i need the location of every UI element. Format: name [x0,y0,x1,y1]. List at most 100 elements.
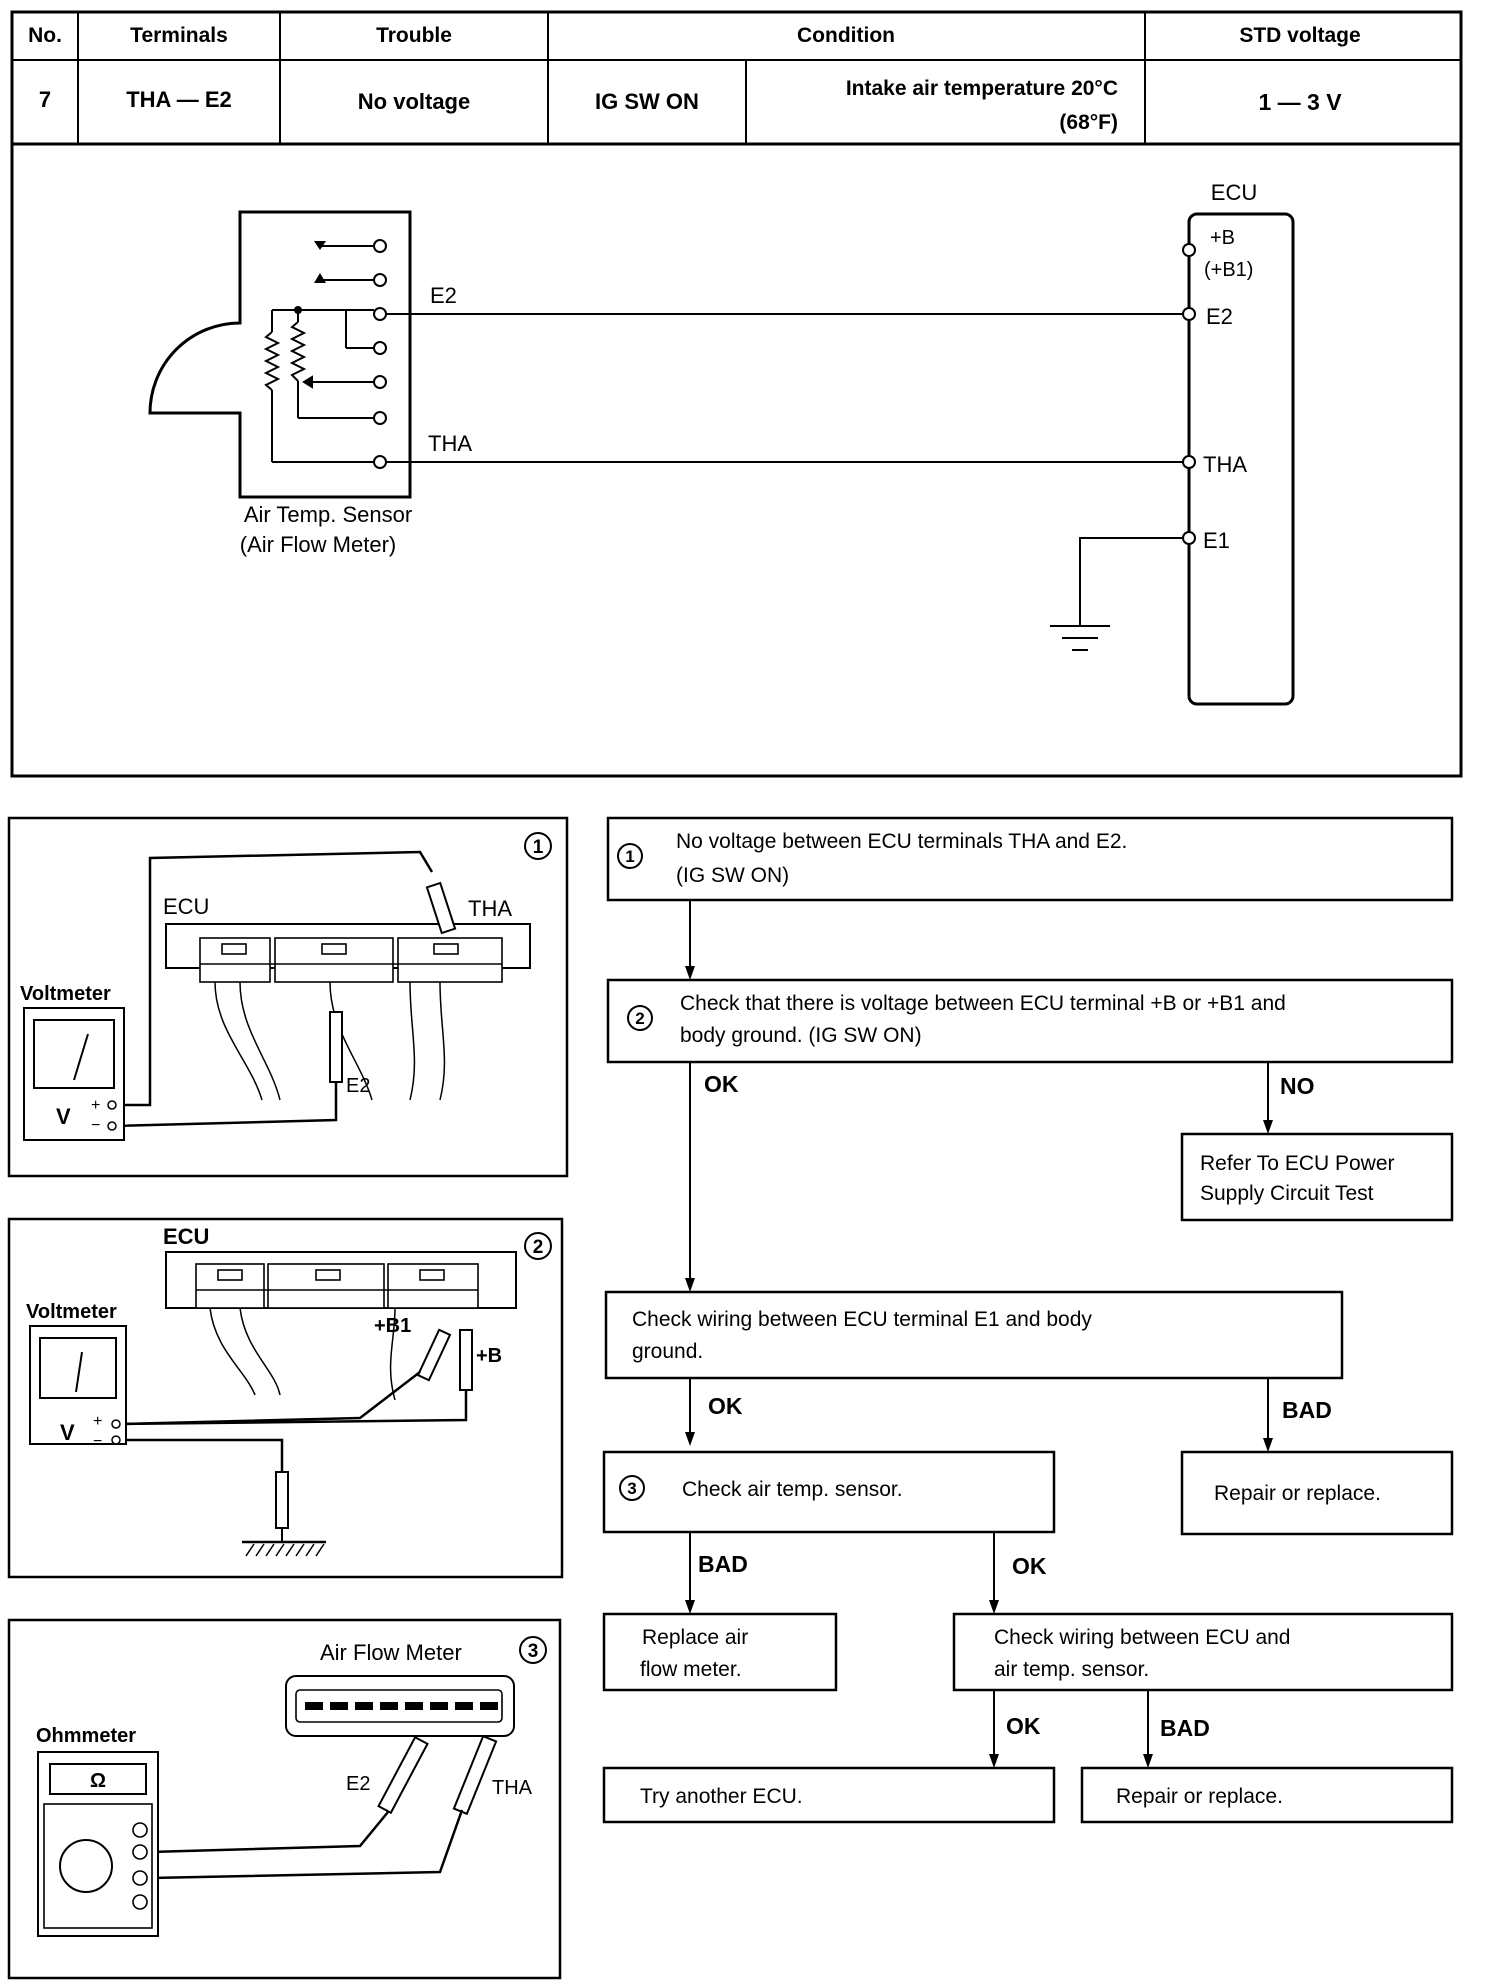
ecu-pin-tha [1182,455,1196,469]
wiring-e1-box [604,1290,1344,1380]
header-terminals: Terminals [130,24,228,47]
step-3-ok-label: OK [1012,1553,1047,1579]
row-std-voltage: 1 — 3 V [1258,89,1342,115]
figure-2-v-label: V [60,1420,75,1445]
figure-1-ecu-connector [199,937,503,983]
figure-2-harness [209,1307,396,1401]
step-2-number: 2 [635,1009,644,1028]
try-ecu-box [602,1766,1056,1824]
figure-1-meter-label: Voltmeter [20,983,111,1005]
row-trouble: No voltage [358,89,470,114]
replace-afm-box [602,1612,838,1692]
header-no: No. [28,24,62,47]
wiring-sensor-box [952,1612,1454,1692]
ecu-pin-e2 [1182,307,1196,321]
figure-3-ohmmeter-knob [59,1839,113,1893]
figure-3-tha-label: THA [492,1777,533,1799]
tha-wire-label: THA [428,431,472,456]
figure-3-e2-lead [149,1811,389,1854]
ecu-pin-e1-label: E1 [1203,528,1230,553]
wiring-sensor-ok-label: OK [1006,1713,1041,1739]
figure-1-tha-probe [425,881,457,935]
sensor-internal-wiring [263,306,374,463]
figure-3-e2-label: E2 [346,1773,370,1795]
figure-3-meter-label: Ohmmeter [36,1725,136,1747]
figure-3-number: 3 [528,1641,539,1662]
step-2-box [606,978,1454,1064]
figure-2-voltmeter-b-ground: 2 ECU Voltmeter +B1 +B V + − [7,1217,564,1579]
figure-1-plus-label: + [91,1097,100,1114]
figure-1-e2-label: E2 [346,1075,370,1097]
ecu-title: ECU [1211,180,1257,205]
row-condition-fahrenheit: (68°F) [1059,111,1118,134]
figure-3-ohmmeter-sensor: 3 Air Flow Meter Ohmmeter E2 THA Ω [7,1618,562,1980]
figure-1-ecu-label: ECU [163,894,209,919]
row-condition-temperature: Intake air temperature 20°C [846,77,1118,100]
wiring-e1-text: Check wiring between ECU terminal E1 and… [632,1308,1092,1331]
circuit-schematic: E2 THA Air Temp. Sensor (Air Flow Meter)… [10,142,1463,778]
step-3-text: Check air temp. sensor. [682,1478,903,1501]
figure-1-tha-label: THA [468,896,512,921]
power-supply-box [1180,1132,1454,1222]
sensor-connector [314,239,387,469]
air-flow-meter-outline [148,210,412,499]
figure-2-minus-label: − [93,1433,102,1450]
figure-3-afm-label: Air Flow Meter [320,1640,462,1665]
figure-3-ohmmeter-display [49,1763,147,1795]
ground-symbol [1050,625,1110,651]
figure-1-v-label: V [56,1104,71,1129]
power-supply-text-line2: Supply Circuit Test [1200,1182,1374,1205]
figure-1-minus-label: − [91,1117,100,1134]
troubleshooting-flowchart: 1 No voltage between ECU terminals THA a… [602,816,1454,1824]
wiring-sensor-bad-label: BAD [1160,1715,1210,1741]
power-supply-text: Refer To ECU Power [1200,1152,1395,1175]
figure-2-ecu-connector [195,1263,479,1309]
figure-1-negative-lead [114,1082,338,1128]
step-2-no-label: NO [1280,1073,1315,1099]
step-2-text-line2: body ground. (IG SW ON) [680,1024,922,1047]
ecu-pin-e2-label: E2 [1206,304,1233,329]
repair-box-2 [1080,1766,1454,1824]
figure-2-b1-label: +B1 [374,1315,411,1337]
figure-2-meter-label: Voltmeter [26,1301,117,1323]
figure-2-ecu-label: ECU [163,1224,209,1249]
wiring-sensor-text-line2: air temp. sensor. [994,1658,1149,1681]
e1-ground-wire [1079,537,1183,626]
figure-2-b1-probe [416,1328,452,1382]
header-trouble: Trouble [376,24,452,47]
figure-1-number: 1 [533,837,544,858]
figure-2-voltmeter-dial [39,1337,117,1399]
wiring-e1-text-line2: ground. [632,1340,703,1363]
sensor-label: Air Temp. Sensor [244,502,412,527]
figure-3-tha-lead [149,1809,464,1880]
sensor-sublabel: (Air Flow Meter) [240,532,396,557]
figure-1-positive-lead [115,850,434,1107]
figure-2-positive-lead-b [119,1390,468,1426]
spec-table: No. Terminals Trouble Condition STD volt… [10,10,1463,146]
header-std-voltage: STD voltage [1239,24,1360,47]
figure-3-badge [519,1636,547,1664]
e2-wire-label: E2 [430,283,457,308]
figure-2-badge [524,1232,552,1260]
figure-2-number: 2 [533,1237,544,1258]
figure-3-afm-pins [305,1702,498,1710]
replace-afm-text: Replace air [642,1626,748,1649]
step-1-box [606,816,1454,902]
ecu-pin-b [1182,243,1196,257]
step-2-ok-label: OK [704,1071,739,1097]
figure-1-voltmeter-tha-e2: 1 ECU THA Voltmeter E2 V + − [7,816,569,1178]
figure-1-e2-probe [329,1011,343,1083]
row-terminals: THA — E2 [126,87,232,112]
ecu-pin-b1-label: (+B1) [1204,259,1253,281]
row-no: 7 [39,87,51,112]
repair-text-2: Repair or replace. [1116,1785,1283,1808]
step-1-number: 1 [625,847,634,866]
figure-3-e2-probe [377,1735,429,1815]
figure-1-harness [214,981,446,1101]
figure-3-ohm-symbol: Ω [90,1770,106,1792]
wiring-e1-bad-label: BAD [1282,1397,1332,1423]
wiring-sensor-text: Check wiring between ECU and [994,1626,1290,1649]
row-condition-switch: IG SW ON [595,89,699,114]
table-frame [10,10,1463,146]
step-2-text: Check that there is voltage between ECU … [680,992,1286,1015]
